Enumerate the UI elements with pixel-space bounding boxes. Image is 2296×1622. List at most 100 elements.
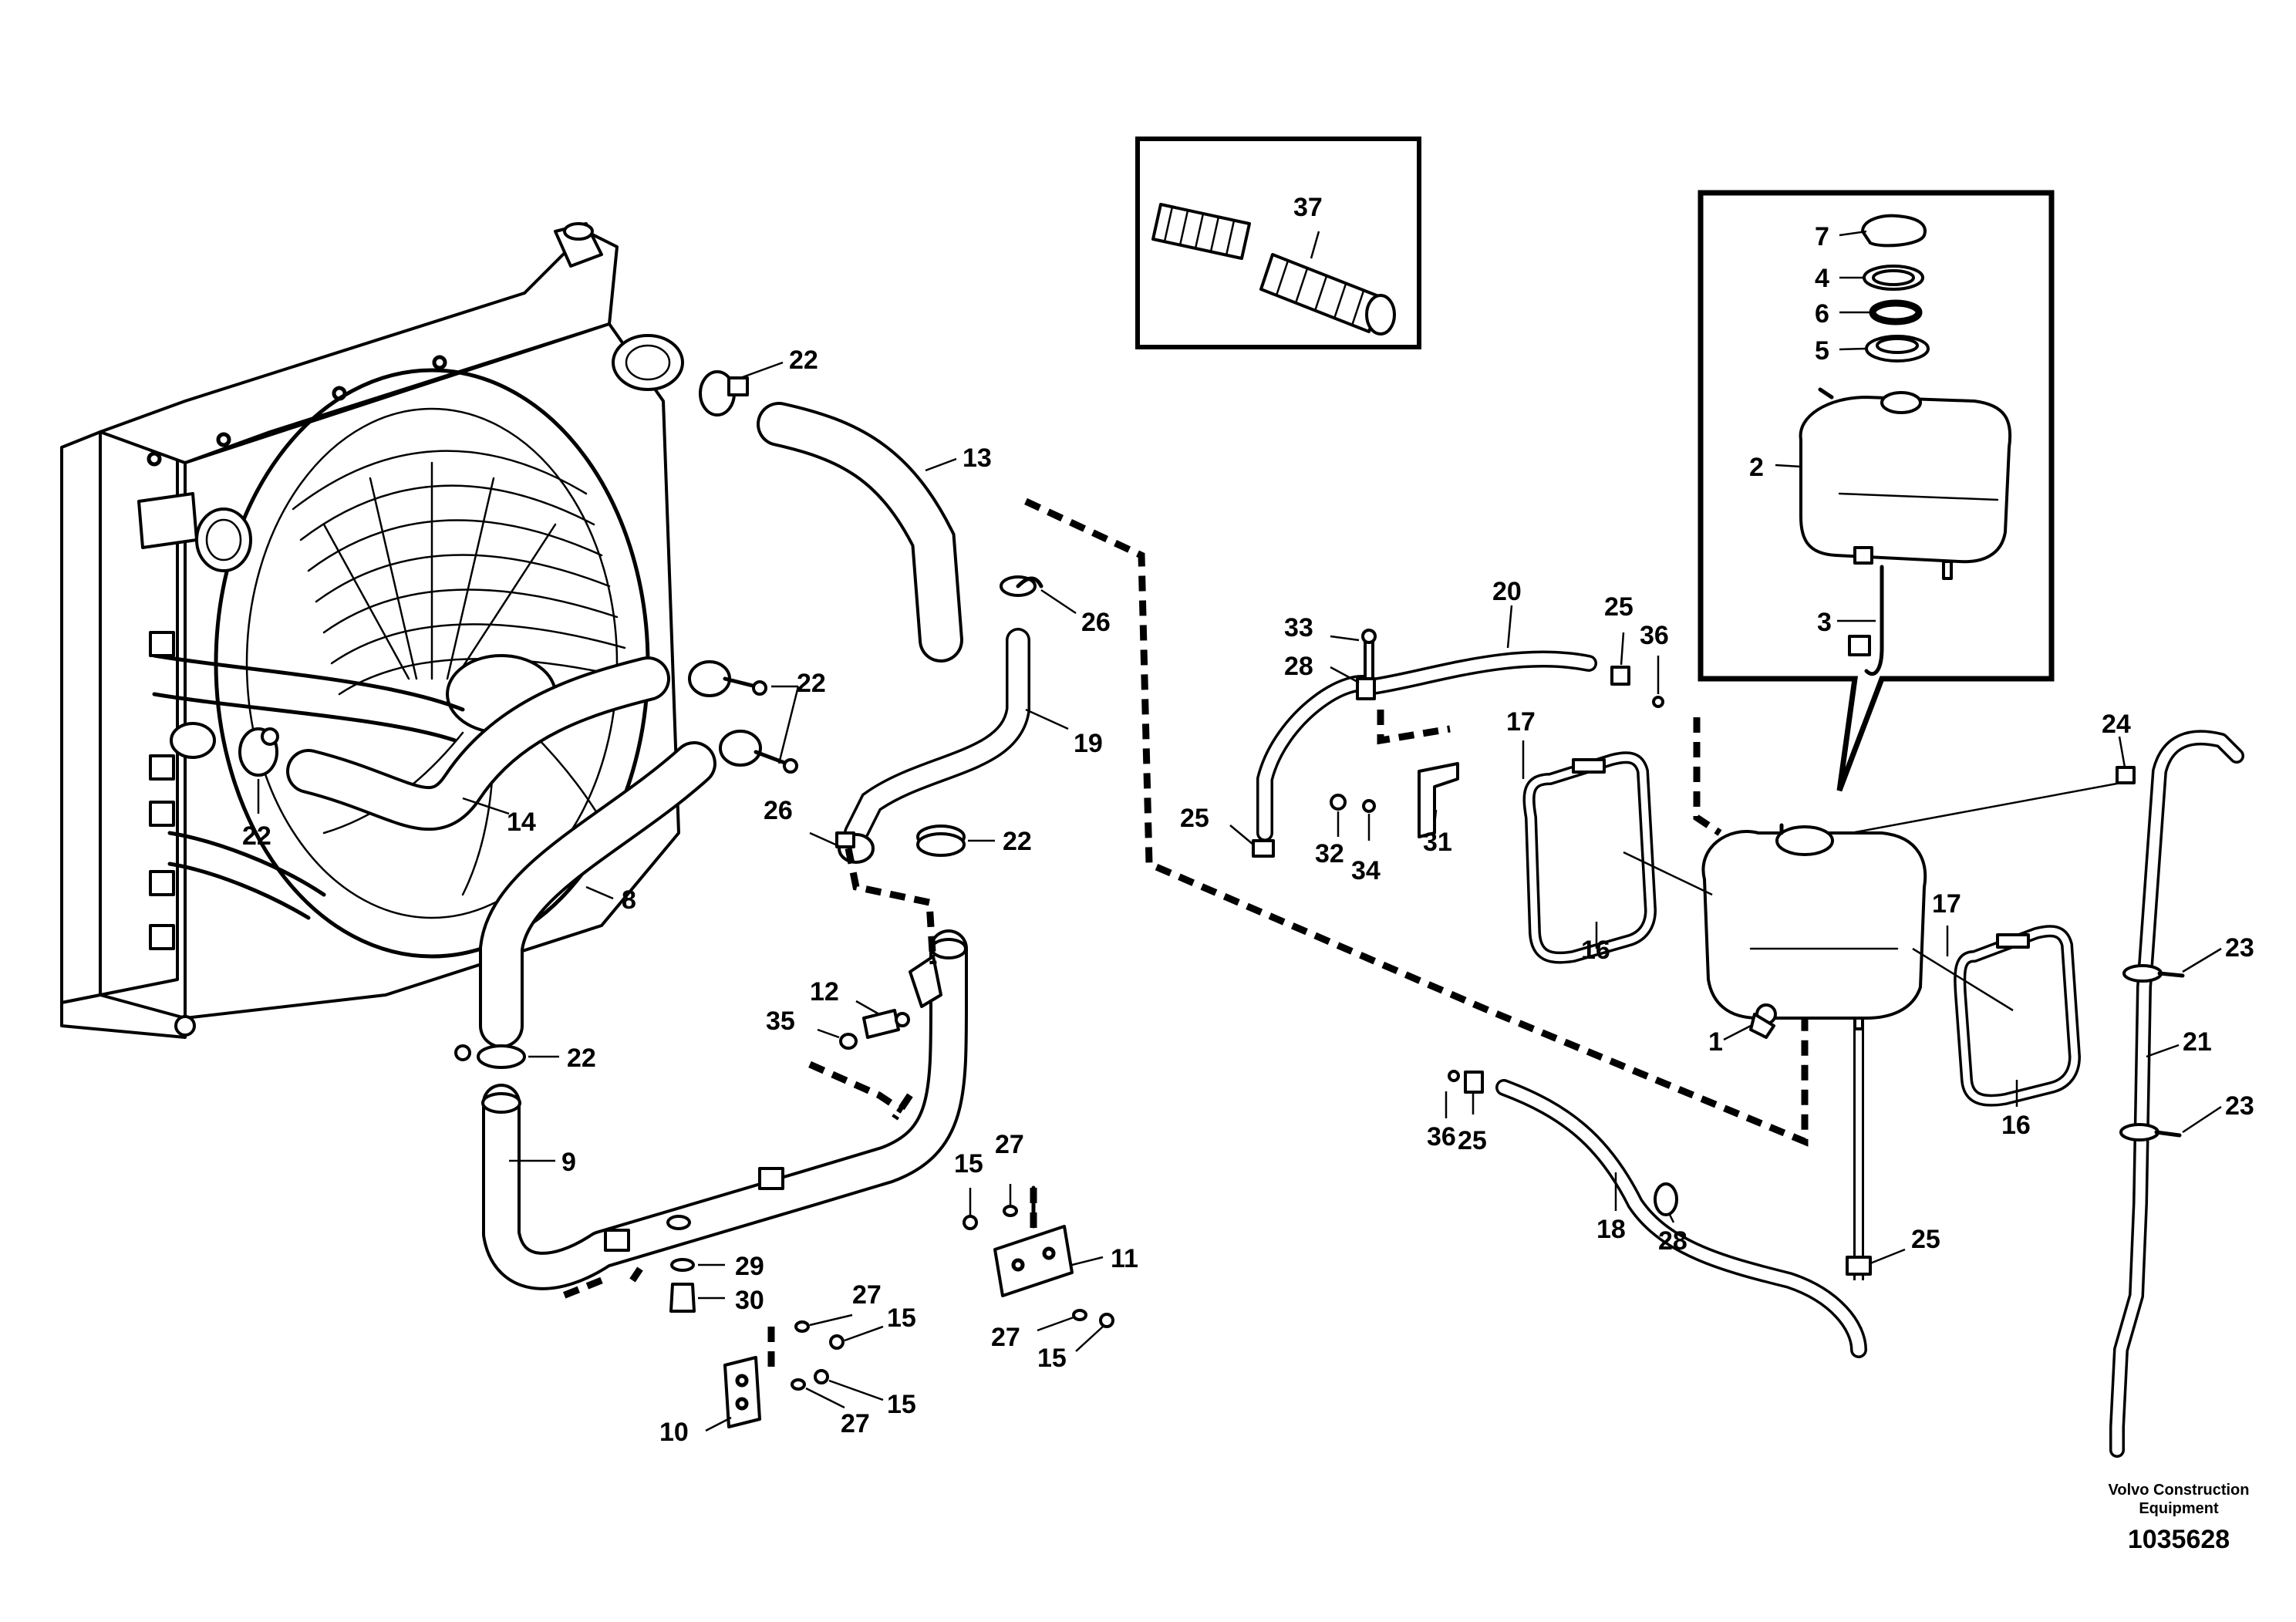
bolts-15-27	[791, 1205, 1114, 1391]
clamp-22-left	[238, 727, 279, 777]
radiator-assembly	[60, 222, 684, 1039]
label-25-d: 25	[1911, 1225, 1940, 1254]
bellows-37-right	[1259, 253, 1396, 336]
dashed-lines	[561, 497, 1809, 1373]
leader-lines	[257, 230, 2222, 1432]
label-11: 11	[1111, 1244, 1138, 1273]
inset-box-37	[1135, 137, 1421, 349]
clamp-22-mid	[916, 824, 966, 857]
label-2: 2	[1749, 453, 1764, 482]
clamp-22-right-a	[688, 660, 767, 697]
label-15-b: 15	[887, 1303, 916, 1333]
label-27-a: 27	[995, 1130, 1024, 1159]
label-26-b: 26	[764, 796, 793, 825]
sensor-3	[1848, 565, 1884, 676]
hose-18	[1495, 1079, 1867, 1358]
label-1: 1	[1708, 1027, 1723, 1057]
seal-4	[1863, 265, 1924, 291]
label-32: 32	[1315, 839, 1344, 868]
label-3: 3	[1817, 608, 1832, 637]
label-22-b: 22	[797, 669, 826, 698]
cap-7	[1861, 214, 1927, 248]
label-25-c: 25	[1458, 1126, 1487, 1155]
hose-14	[286, 656, 670, 831]
label-10: 10	[659, 1418, 689, 1447]
label-8: 8	[622, 885, 636, 915]
label-25-a: 25	[1604, 592, 1633, 622]
bracket-11	[993, 1185, 1074, 1297]
bracket-10	[723, 1356, 761, 1428]
clamps-23	[2119, 964, 2185, 1141]
label-28-a: 28	[1284, 652, 1313, 681]
label-27-b: 27	[852, 1280, 882, 1310]
elbow-near-12	[909, 955, 942, 1008]
callout-labels: 37 7 4 6 5 2 3 22 13 26 19 22 22 14 8 26…	[242, 193, 2254, 1447]
label-5: 5	[1815, 336, 1829, 366]
label-27-d: 27	[841, 1409, 870, 1438]
label-31: 31	[1423, 828, 1452, 857]
label-16-a: 16	[1581, 936, 1610, 965]
seal-6	[1869, 299, 1923, 325]
hose-13	[757, 402, 963, 663]
label-15-a: 15	[954, 1149, 983, 1179]
clamp-26-lower	[835, 831, 875, 864]
label-37: 37	[1293, 193, 1323, 222]
drawing-number: 1035628	[2128, 1525, 2230, 1554]
company-name-line1: Volvo Construction	[2109, 1482, 2250, 1499]
label-15-c: 15	[1037, 1344, 1067, 1373]
label-13: 13	[963, 443, 992, 473]
label-22-c: 22	[242, 821, 271, 851]
label-4: 4	[1815, 264, 1829, 293]
label-17-b: 17	[1932, 889, 1961, 919]
label-20: 20	[1492, 577, 1522, 606]
label-21: 21	[2183, 1027, 2212, 1057]
label-25-b: 25	[1180, 804, 1209, 833]
label-16-b: 16	[2001, 1111, 2031, 1140]
bellows-37-left	[1151, 203, 1251, 260]
expansion-tank-1	[1701, 823, 1927, 1039]
label-19: 19	[1074, 729, 1103, 758]
clamp-22-bottom	[454, 1044, 526, 1069]
label-22-d: 22	[1003, 827, 1032, 856]
clamp-band-16-left	[1522, 751, 1713, 964]
label-22-a: 22	[789, 346, 818, 375]
label-26-a: 26	[1081, 608, 1111, 637]
label-27-c: 27	[991, 1323, 1020, 1352]
bracket-31	[1330, 762, 1459, 838]
footer: Volvo Construction Equipment 1035628	[2109, 1482, 2250, 1554]
label-36-a: 36	[1640, 621, 1669, 650]
inset-box-tank	[1698, 190, 2055, 792]
label-17-a: 17	[1506, 707, 1536, 737]
label-23-b: 23	[2225, 1091, 2254, 1121]
clamp-26-top	[1000, 575, 1043, 597]
hose-8	[479, 741, 716, 1048]
label-15-d: 15	[887, 1390, 916, 1419]
label-30: 30	[735, 1286, 764, 1315]
clamp-band-16-right	[1912, 925, 2081, 1107]
nipple-12	[862, 1009, 910, 1039]
label-14: 14	[507, 808, 536, 837]
label-9: 9	[561, 1148, 576, 1177]
label-33: 33	[1284, 613, 1313, 642]
pipe-9	[481, 929, 968, 1290]
label-7: 7	[1815, 222, 1829, 251]
label-34: 34	[1351, 856, 1381, 885]
clamp-22-right-b	[719, 730, 798, 774]
small-clips	[1252, 629, 1872, 1276]
washer-35	[839, 1033, 858, 1050]
label-28-b: 28	[1658, 1226, 1687, 1256]
tank-2	[1799, 387, 2012, 580]
clip-24	[1850, 766, 2136, 835]
company-name-line2: Equipment	[2139, 1500, 2219, 1517]
label-36-b: 36	[1427, 1122, 1456, 1152]
label-35: 35	[766, 1007, 795, 1036]
label-18: 18	[1596, 1215, 1626, 1244]
plug-29-30	[669, 1258, 696, 1313]
label-22-e: 22	[567, 1044, 596, 1073]
label-23-a: 23	[2225, 933, 2254, 963]
pipe-21	[2109, 730, 2244, 1458]
label-29: 29	[735, 1252, 764, 1281]
clamp-22-top	[699, 370, 749, 416]
ring-5	[1865, 335, 1930, 363]
